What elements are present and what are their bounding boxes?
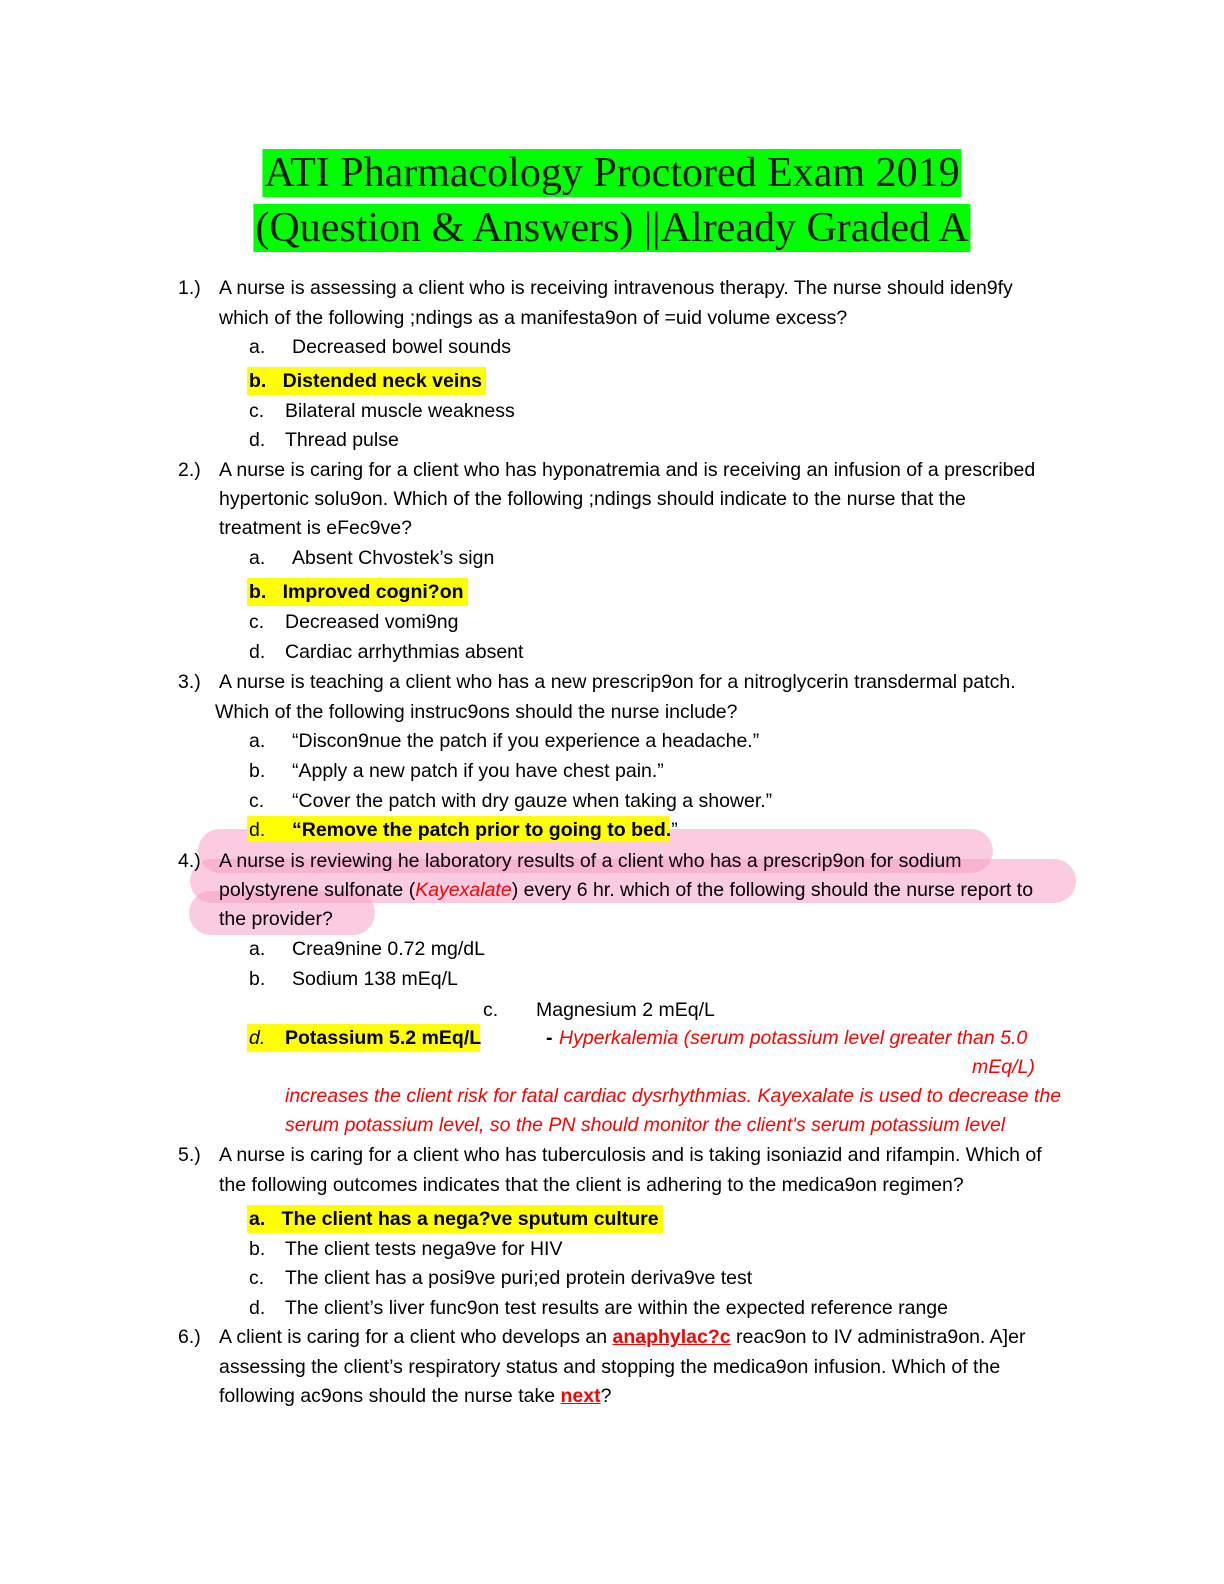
question-number: 2.) [178, 459, 201, 481]
option-letter: c. [249, 400, 265, 422]
question-text: A nurse is assessing a client who is rec… [219, 277, 1013, 299]
document-title-line-1: ATI Pharmacology Proctored Exam 2019 [262, 149, 962, 197]
option-letter: b. [249, 760, 266, 782]
rationale-text: increases the client risk for fatal card… [285, 1085, 1062, 1107]
question-text-part: polystyrene sulfonate ( [219, 879, 416, 901]
option-text: The client has a posi9ve puri;ed protein… [285, 1267, 753, 1289]
correct-answer: “Remove the patch prior to going to bed.… [292, 818, 678, 842]
question-number: 4.) [178, 850, 201, 872]
option-text: “Apply a new patch if you have chest pai… [292, 760, 664, 782]
question-text-part: reac9on to IV administra9on. A]er [730, 1326, 1026, 1348]
option-letter: a. [249, 1208, 266, 1230]
option-text: Decreased bowel sounds [292, 336, 511, 358]
closing-quote: ” [671, 819, 678, 841]
question-text: following ac9ons should the nurse take n… [219, 1384, 611, 1408]
option-letter: c. [249, 1267, 265, 1289]
option-letter: a. [249, 730, 266, 752]
rationale-text: Hyperkalemia (serum potassium level grea… [559, 1027, 1028, 1049]
option-text: Distended neck veins [282, 370, 483, 392]
rationale-text: serum potassium level, so the PN should … [285, 1114, 1006, 1136]
option-letter: d. [249, 641, 266, 663]
question-text: A nurse is teaching a client who has a n… [219, 671, 1016, 693]
question-text: assessing the client’s respiratory statu… [219, 1356, 1001, 1378]
question-text-part: ) every 6 hr. which of the following sho… [511, 879, 1034, 901]
correct-answer-highlight [247, 1024, 480, 1052]
option-letter: a. [249, 547, 266, 569]
option-text: Thread pulse [285, 429, 399, 451]
question-number: 6.) [178, 1326, 201, 1348]
option-text: “Discon9nue the patch if you experience … [292, 730, 760, 752]
question-text: the following outcomes indicates that th… [219, 1174, 964, 1196]
correct-answer-highlight [247, 816, 669, 842]
question-text: A client is caring for a client who deve… [219, 1325, 1025, 1349]
option-letter: b. [249, 370, 267, 392]
question-number: 3.) [178, 671, 201, 693]
question-text-part: ? [600, 1385, 612, 1407]
option-text: Cardiac arrhythmias absent [285, 641, 524, 663]
option-letter: a. [249, 336, 266, 358]
question-number: 5.) [178, 1144, 201, 1166]
option-letter: d. [249, 1027, 266, 1049]
option-text: The client’s liver func9on test results … [285, 1297, 948, 1319]
option-text: Crea9nine 0.72 mg/dL [292, 938, 485, 960]
rationale-text: mEq/L) [972, 1056, 1035, 1078]
highlighter-mark [189, 891, 375, 935]
keyword-highlight: next [560, 1385, 601, 1407]
option-letter: b. [249, 1238, 266, 1260]
option-text: Decreased vomi9ng [285, 611, 459, 633]
question-text: treatment is eFec9ve? [219, 517, 412, 539]
rationale-dash: - [546, 1027, 553, 1049]
question-text: the provider? [219, 908, 333, 930]
question-text: A nurse is caring for a client who has t… [219, 1144, 1042, 1166]
question-text-part: A client is caring for a client who deve… [219, 1326, 613, 1348]
document-title-line-2: (Question & Answers) ||Already Graded A [253, 204, 971, 252]
question-text: A nurse is caring for a client who has h… [219, 459, 1036, 481]
option-letter: c. [483, 999, 499, 1021]
option-letter: c. [249, 611, 265, 633]
option-text: “Remove the patch prior to going to bed. [292, 819, 672, 841]
question-text: A nurse is reviewing he laboratory resul… [219, 850, 962, 872]
option-text: Absent Chvostek’s sign [292, 547, 495, 569]
option-text: Bilateral muscle weakness [285, 400, 515, 422]
option-text: Improved cogni?on [282, 581, 464, 603]
option-text: The client has a nega?ve sputum culture [281, 1208, 659, 1230]
option-letter: b. [249, 581, 267, 603]
option-letter: d. [249, 429, 266, 451]
option-letter: b. [249, 968, 266, 990]
correct-answer: Potassium 5.2 mEq/L [285, 1027, 482, 1049]
option-text: Magnesium 2 mEq/L [536, 999, 715, 1021]
option-letter: a. [249, 938, 266, 960]
option-text: “Cover the patch with dry gauze when tak… [292, 790, 773, 812]
option-text: Sodium 138 mEq/L [292, 968, 458, 990]
keyword-highlight: anaphylac?c [612, 1326, 731, 1348]
question-text: hypertonic solu9on. Which of the followi… [219, 488, 966, 510]
question-number: 1.) [178, 277, 201, 299]
option-letter: d. [249, 819, 266, 841]
correct-answer: a. The client has a nega?ve sputum cultu… [247, 1205, 663, 1233]
question-text: Which of the following instruc9ons shoul… [215, 701, 738, 723]
option-text: The client tests nega9ve for HIV [285, 1238, 563, 1260]
option-letter: c. [249, 790, 265, 812]
option-letter: d. [249, 1297, 266, 1319]
correct-answer: b. Improved cogni?on [247, 578, 468, 606]
drug-name: Kayexalate [415, 879, 512, 901]
question-text: polystyrene sulfonate (Kayexalate) every… [219, 878, 1033, 902]
question-text-part: following ac9ons should the nurse take [219, 1385, 561, 1407]
question-text: which of the following ;ndings as a mani… [219, 307, 848, 329]
correct-answer: b. Distended neck veins [247, 367, 487, 395]
